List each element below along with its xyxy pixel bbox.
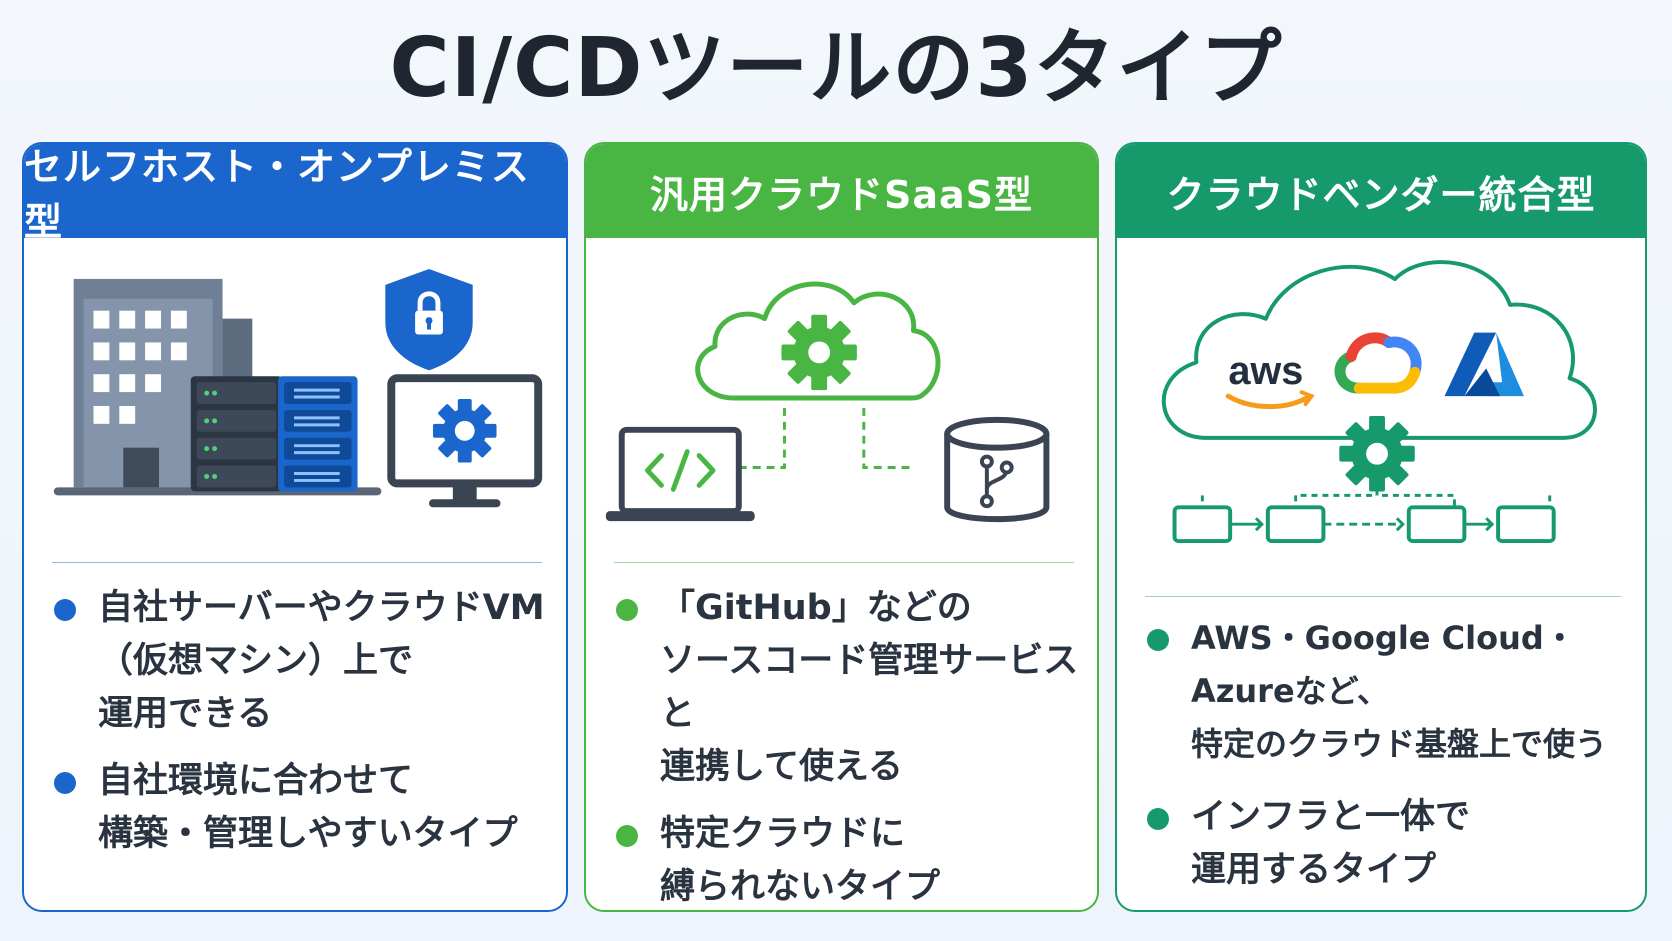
security-shield-lock-icon: [385, 268, 473, 371]
bullet-item: インフラと一体で 運用するタイプ: [1117, 791, 1645, 897]
self-hosted-illustration: [53, 268, 543, 508]
gear-icon: [1339, 416, 1415, 492]
bullet-list: AWS・Google Cloud・Azureなど、 特定のクラウド基盤上で使う …: [1117, 612, 1645, 897]
bullet-dot: [1147, 629, 1169, 651]
bullet-text: 特定クラウドに 縛られないタイプ: [660, 814, 941, 907]
bullet-dot: [1147, 808, 1169, 830]
bullet-dot: [616, 599, 638, 621]
card-divider: [52, 562, 542, 563]
cloud-gear-icon: [695, 281, 941, 401]
laptop-code-icon: [605, 426, 755, 522]
card-vendor-integrated: クラウドベンダー統合型 aws: [1115, 142, 1647, 912]
aws-logo-icon: aws: [1225, 349, 1315, 410]
card-header-vendor: クラウドベンダー統合型: [1117, 144, 1645, 238]
aws-logo-text: aws: [1228, 349, 1303, 393]
card-header-self-hosted: セルフホスト・オンプレミス型: [24, 144, 566, 244]
bullet-list: 自社サーバーやクラウドVM （仮想マシン）上で 運用できる 自社環境に合わせて …: [24, 582, 566, 861]
card-self-hosted: セルフホスト・オンプレミス型: [22, 142, 568, 912]
bullet-text: 自社サーバーやクラウドVM （仮想マシン）上で 運用できる: [98, 588, 545, 734]
card-saas: 汎用クラウドSaaS型: [584, 142, 1099, 912]
bullet-item: 「GitHub」などの ソースコード管理サービスと 連携して使える: [586, 582, 1097, 794]
card-divider: [1145, 596, 1621, 597]
bullet-text: AWS・Google Cloud・Azureなど、 特定のクラウド基盤上で使う: [1191, 619, 1608, 763]
bullet-item: 自社サーバーやクラウドVM （仮想マシン）上で 運用できる: [24, 582, 566, 741]
bullet-item: 自社環境に合わせて 構築・管理しやすいタイプ: [24, 755, 566, 861]
repository-git-icon: [944, 416, 1050, 523]
azure-logo-icon: [1444, 332, 1524, 397]
bullet-dot: [54, 599, 76, 621]
card-divider: [614, 562, 1074, 563]
page-title: CI/CDツールの3タイプ: [389, 21, 1283, 116]
bullet-item: AWS・Google Cloud・Azureなど、 特定のクラウド基盤上で使う: [1117, 612, 1645, 771]
bullet-dot: [616, 825, 638, 847]
bullet-text: 「GitHub」などの ソースコード管理サービスと 連携して使える: [660, 588, 1079, 787]
bullet-list: 「GitHub」などの ソースコード管理サービスと 連携して使える 特定クラウド…: [586, 582, 1097, 910]
bullet-text: インフラと一体で 運用するタイプ: [1191, 797, 1470, 890]
bullet-text: 自社環境に合わせて 構築・管理しやすいタイプ: [98, 761, 518, 854]
bullet-item: 特定クラウドに 縛られないタイプ: [586, 808, 1097, 910]
google-cloud-logo-icon: [1334, 332, 1422, 394]
server-rack-icon: [190, 376, 358, 492]
monitor-gear-icon: [387, 374, 543, 508]
saas-illustration: [605, 281, 1050, 523]
bullet-dot: [54, 772, 76, 794]
vendor-illustration: aws: [1161, 260, 1597, 544]
pipeline-icon: [1172, 489, 1556, 544]
card-header-saas: 汎用クラウドSaaS型: [586, 144, 1097, 238]
